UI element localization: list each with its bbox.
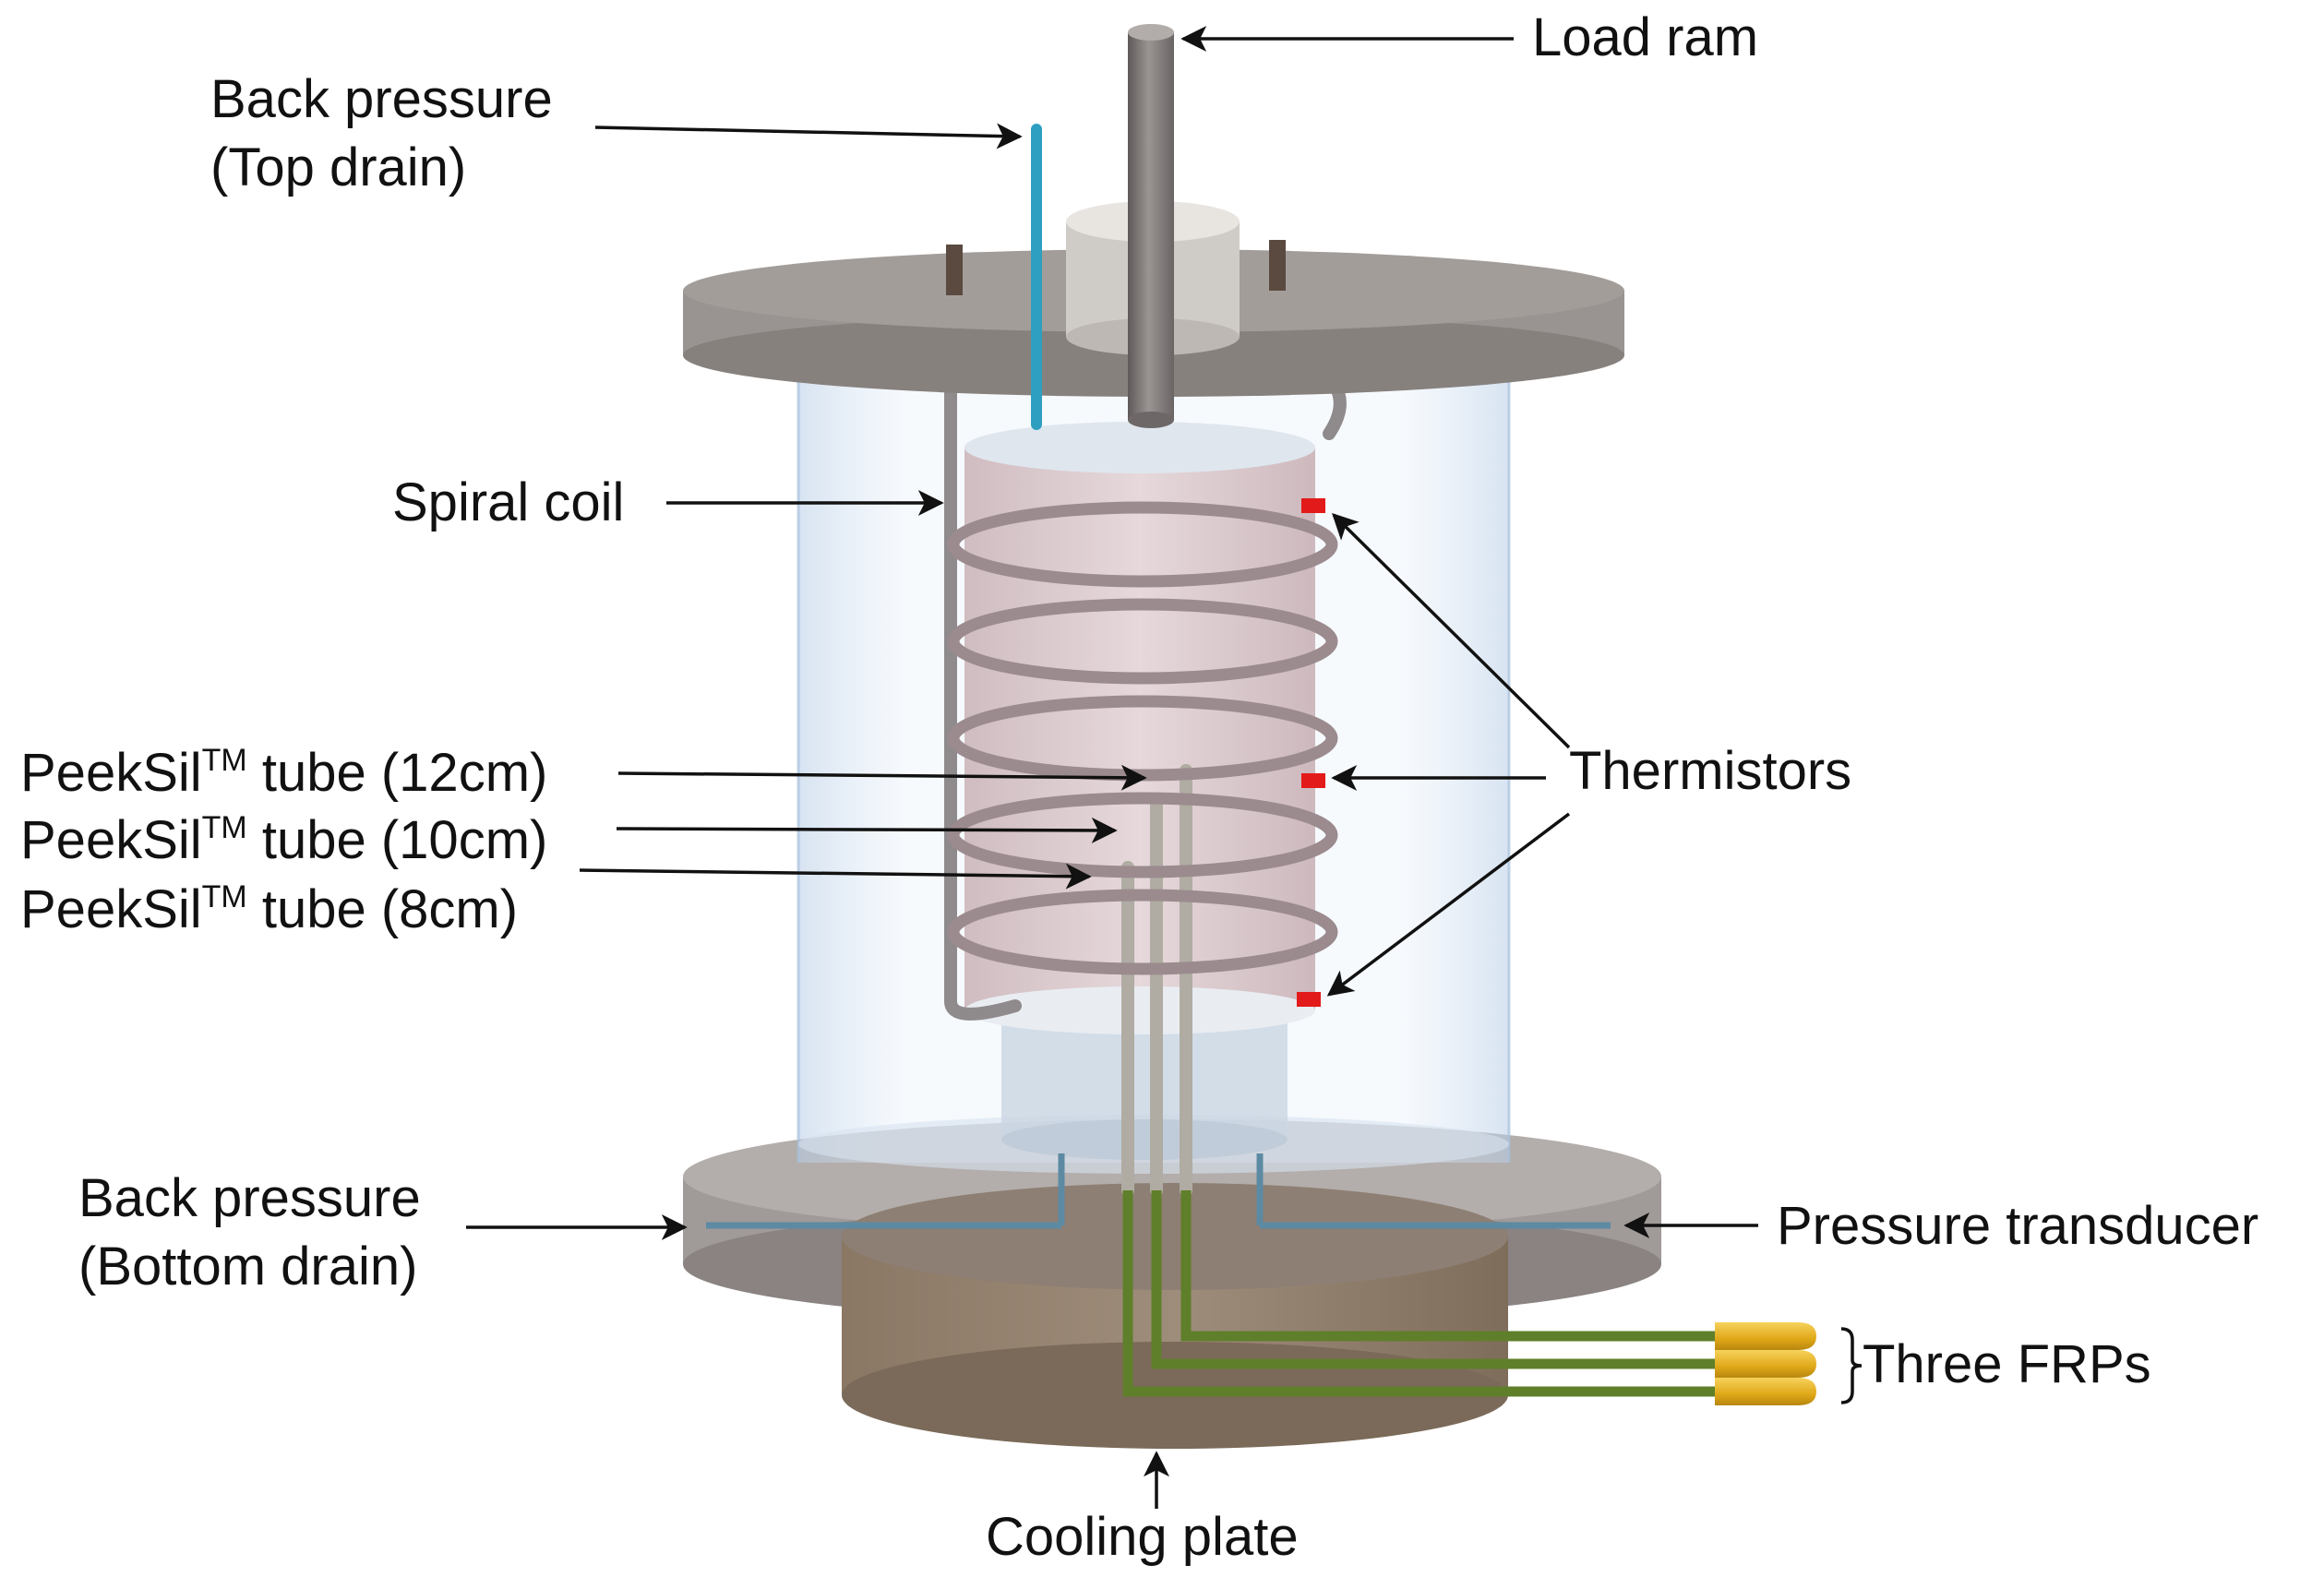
soil-sample <box>964 422 1315 1034</box>
labels: Load ram Back pressure (Top drain) Spira… <box>20 7 2258 1567</box>
label-spiral-coil: Spiral coil <box>392 472 624 532</box>
peeksil-12-prefix: PeekSil <box>20 743 202 803</box>
bottom-drains <box>706 1153 1611 1229</box>
thermistor-bottom <box>1297 992 1321 1007</box>
frp-cables <box>1122 1190 1726 1397</box>
tie-posts <box>946 240 1286 295</box>
label-peeksil-10cm: PeekSilTM tube (10cm) <box>20 810 547 870</box>
frp-brace <box>1840 1327 1863 1404</box>
label-thermistors: Thermistors <box>1569 741 1851 801</box>
label-back-pressure-bottom-1: Back pressure <box>78 1168 421 1228</box>
peeksil-tubes <box>1121 764 1192 1197</box>
label-back-pressure-top-2: (Top drain) <box>210 137 466 197</box>
label-peeksil-8cm: PeekSilTM tube (8cm) <box>20 879 518 939</box>
thermistor-middle <box>1301 773 1325 788</box>
peeksil-8-prefix: PeekSil <box>20 879 202 939</box>
label-back-pressure-top-1: Back pressure <box>210 69 553 129</box>
peeksil-12-tm: TM <box>202 743 247 778</box>
peeksil-8-suffix: tube (8cm) <box>247 879 518 939</box>
label-cooling-plate: Cooling plate <box>986 1507 1299 1567</box>
load-ram <box>1128 24 1174 428</box>
peeksil-12-suffix: tube (12cm) <box>247 743 548 803</box>
leader-lines <box>466 26 1863 1509</box>
peeksil-10-suffix: tube (10cm) <box>247 810 548 870</box>
peeksil-8-tm: TM <box>202 879 247 914</box>
label-peeksil-12cm: PeekSilTM tube (12cm) <box>20 743 547 803</box>
label-three-frps: Three FRPs <box>1863 1334 2151 1394</box>
peeksil-10-prefix: PeekSil <box>20 810 202 870</box>
peeksil-10-tm: TM <box>202 810 247 845</box>
thermistor-top <box>1301 498 1325 513</box>
label-pressure-transducer: Pressure transducer <box>1777 1196 2258 1256</box>
label-back-pressure-bottom-2: (Bottom drain) <box>78 1237 417 1296</box>
label-load-ram: Load ram <box>1532 7 1758 67</box>
thermistors <box>1297 498 1325 1007</box>
frp-connectors <box>1715 1322 1816 1405</box>
